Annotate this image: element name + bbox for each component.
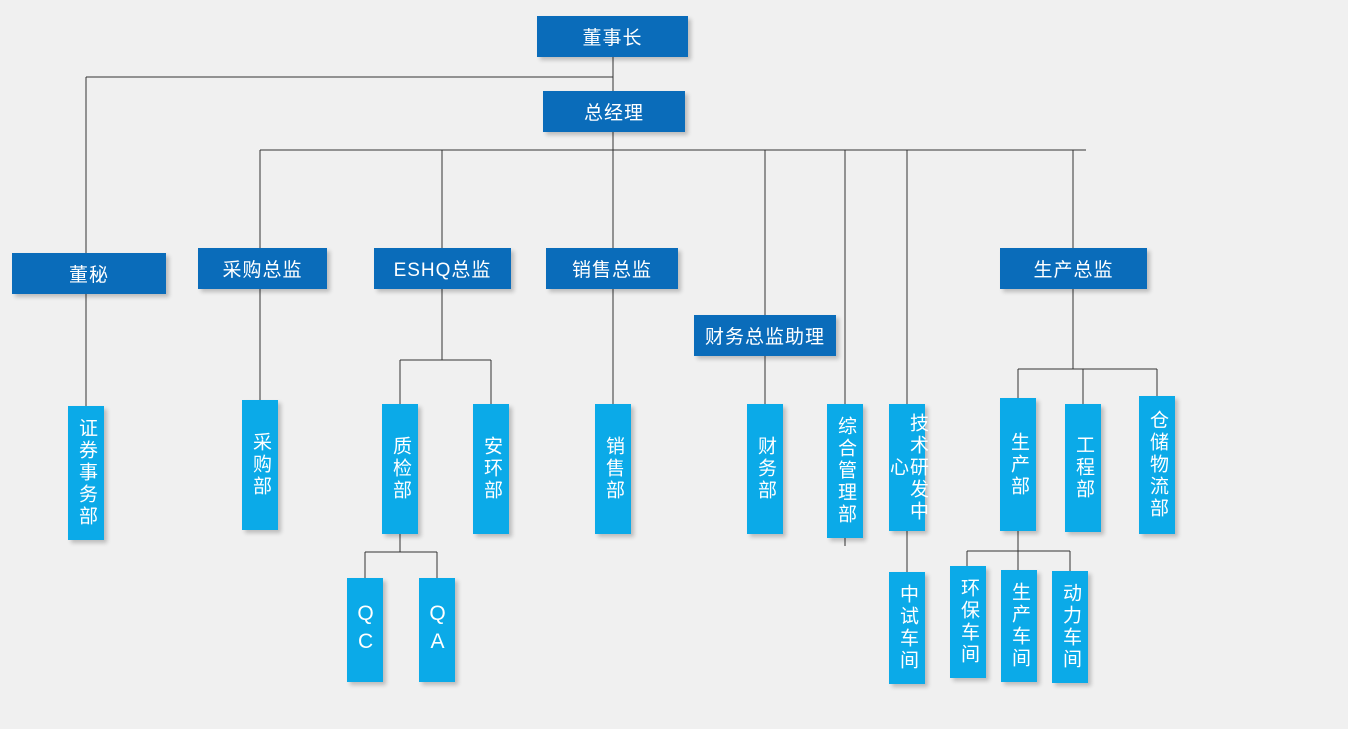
node-quality-inspection-dept-label: 质检部 — [389, 436, 411, 502]
node-purchasing-dept[interactable]: 采购部 — [242, 400, 278, 530]
node-rd-center-label: 技术研发中心 — [887, 412, 928, 523]
node-production-director-label: 生产总监 — [1033, 260, 1114, 281]
node-power-workshop-label: 动力车间 — [1059, 583, 1081, 671]
node-environment-workshop-label: 环保车间 — [957, 578, 979, 666]
node-safety-environment-dept-label: 安环部 — [480, 436, 502, 502]
node-power-workshop[interactable]: 动力车间 — [1052, 571, 1088, 683]
node-purchasing-dept-label: 采购部 — [249, 432, 271, 498]
node-warehouse-logistics-dept[interactable]: 仓储物流部 — [1139, 396, 1175, 534]
node-board-secretary-label: 董秘 — [68, 265, 109, 286]
node-engineering-dept[interactable]: 工程部 — [1065, 404, 1101, 532]
node-finance-dept[interactable]: 财务部 — [747, 404, 783, 534]
node-general-admin-dept-label: 综合管理部 — [834, 416, 856, 526]
node-qa[interactable]: QA — [419, 578, 455, 682]
node-production-workshop-label: 生产车间 — [1008, 582, 1030, 670]
node-quality-inspection-dept[interactable]: 质检部 — [382, 404, 418, 534]
node-sales-dept-label: 销售部 — [602, 436, 624, 502]
node-chairman-label: 董事长 — [582, 28, 643, 49]
node-pilot-workshop-label: 中试车间 — [896, 584, 918, 672]
node-qa-label: QA — [426, 602, 450, 658]
node-sales-dept[interactable]: 销售部 — [595, 404, 631, 534]
node-production-director[interactable]: 生产总监 — [1000, 248, 1147, 289]
node-production-workshop[interactable]: 生产车间 — [1001, 570, 1037, 682]
node-finance-director-assistant-label: 财务总监助理 — [704, 327, 825, 348]
node-production-dept-label: 生产部 — [1007, 431, 1029, 498]
node-chairman[interactable]: 董事长 — [537, 16, 688, 57]
node-safety-environment-dept[interactable]: 安环部 — [473, 404, 509, 534]
node-securities-affairs-dept[interactable]: 证券事务部 — [68, 406, 104, 540]
node-warehouse-logistics-dept-label: 仓储物流部 — [1146, 410, 1168, 520]
node-qc[interactable]: QC — [347, 578, 383, 682]
node-eshq-director[interactable]: ESHQ总监 — [374, 248, 511, 289]
node-environment-workshop[interactable]: 环保车间 — [950, 566, 986, 678]
node-securities-affairs-dept-label: 证券事务部 — [75, 418, 97, 528]
node-pilot-workshop[interactable]: 中试车间 — [889, 572, 925, 684]
node-purchasing-director[interactable]: 采购总监 — [198, 248, 327, 289]
node-general-manager-label: 总经理 — [583, 103, 644, 124]
node-sales-director[interactable]: 销售总监 — [546, 248, 678, 289]
node-production-dept[interactable]: 生产部 — [1000, 398, 1036, 531]
node-finance-director-assistant[interactable]: 财务总监助理 — [694, 315, 836, 356]
node-general-manager[interactable]: 总经理 — [543, 91, 685, 132]
node-purchasing-director-label: 采购总监 — [222, 260, 303, 281]
node-sales-director-label: 销售总监 — [571, 260, 652, 281]
node-eshq-director-label: ESHQ总监 — [393, 260, 492, 281]
node-general-admin-dept[interactable]: 综合管理部 — [827, 404, 863, 538]
node-engineering-dept-label: 工程部 — [1072, 435, 1094, 501]
node-board-secretary[interactable]: 董秘 — [12, 253, 166, 294]
node-finance-dept-label: 财务部 — [754, 436, 776, 502]
node-qc-label: QC — [354, 602, 378, 658]
node-rd-center[interactable]: 技术研发中心 — [887, 404, 928, 531]
